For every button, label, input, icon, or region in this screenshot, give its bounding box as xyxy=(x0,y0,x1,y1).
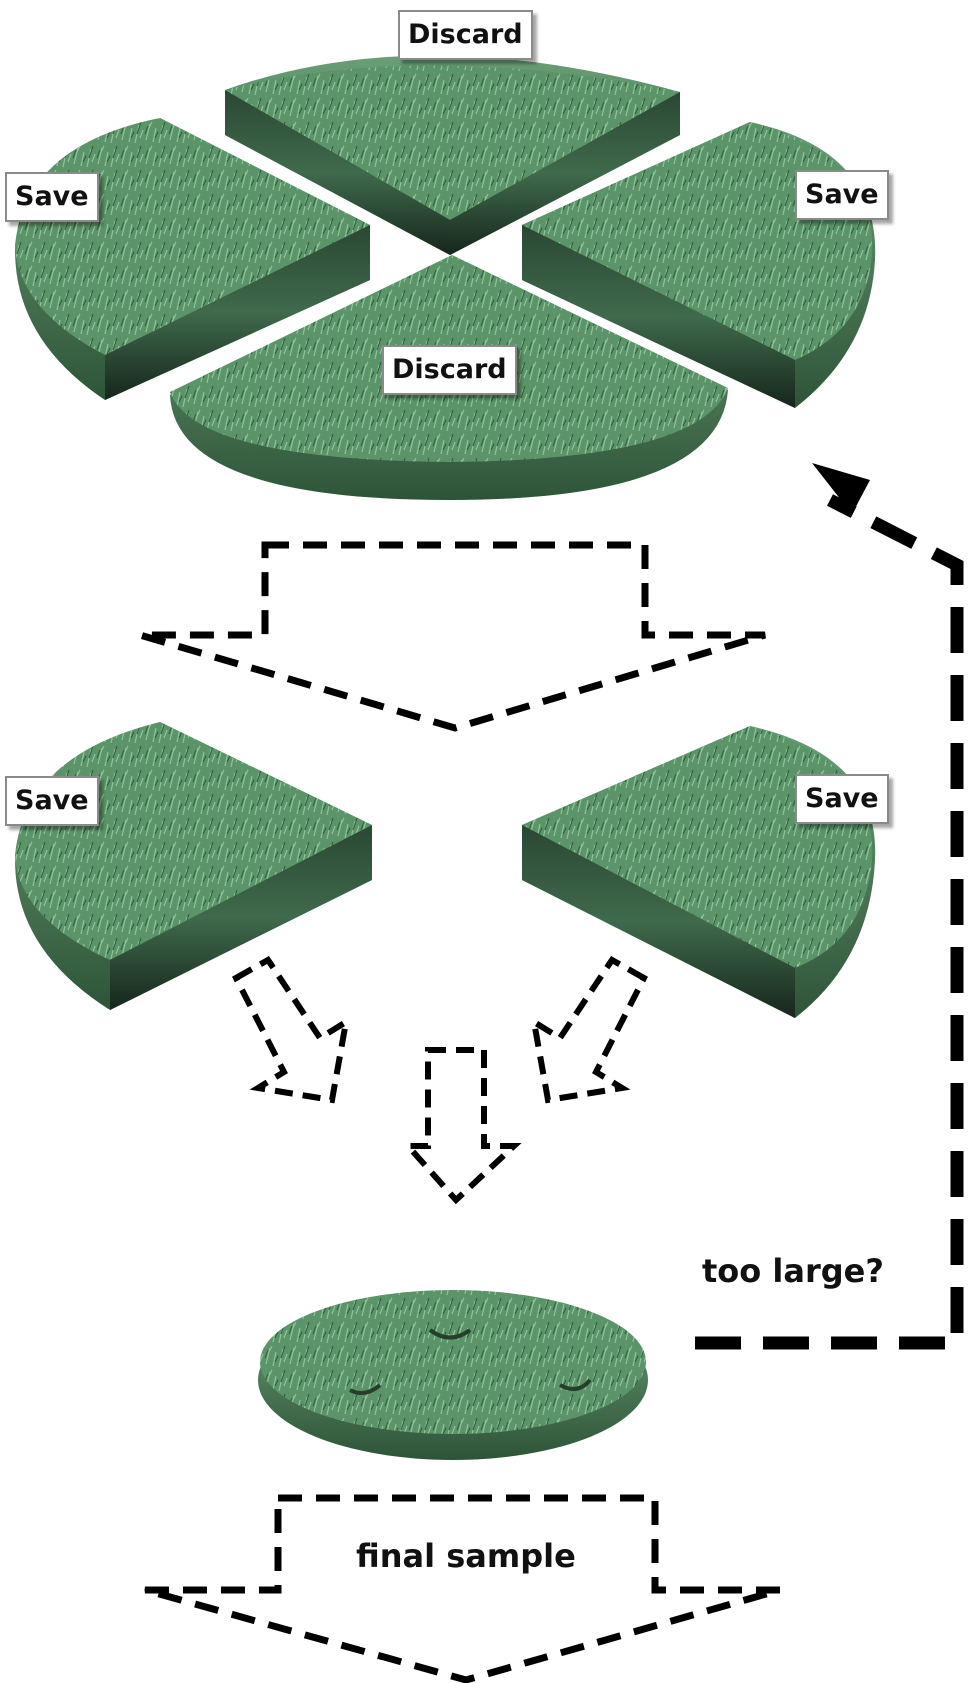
diag-arrow-right xyxy=(534,960,644,1100)
label-save-top-right: Save xyxy=(795,170,889,220)
label-save-top-left: Save xyxy=(5,172,99,222)
label-final-sample: final sample xyxy=(356,1537,576,1575)
label-save-mid-left: Save xyxy=(5,776,99,826)
label-discard-top: Discard xyxy=(398,10,533,60)
center-small-down-arrow xyxy=(408,1050,514,1200)
diag-arrow-left xyxy=(236,960,346,1100)
down-arrow-final xyxy=(145,1498,780,1680)
saved-quarter-right xyxy=(522,726,875,1018)
saved-quarter-left xyxy=(15,722,372,1010)
label-too-large: too large? xyxy=(702,1252,884,1290)
label-discard-bottom: Discard xyxy=(382,345,517,395)
combined-sample xyxy=(258,1290,648,1460)
down-arrow-1 xyxy=(140,545,765,728)
label-save-mid-right: Save xyxy=(795,774,889,824)
